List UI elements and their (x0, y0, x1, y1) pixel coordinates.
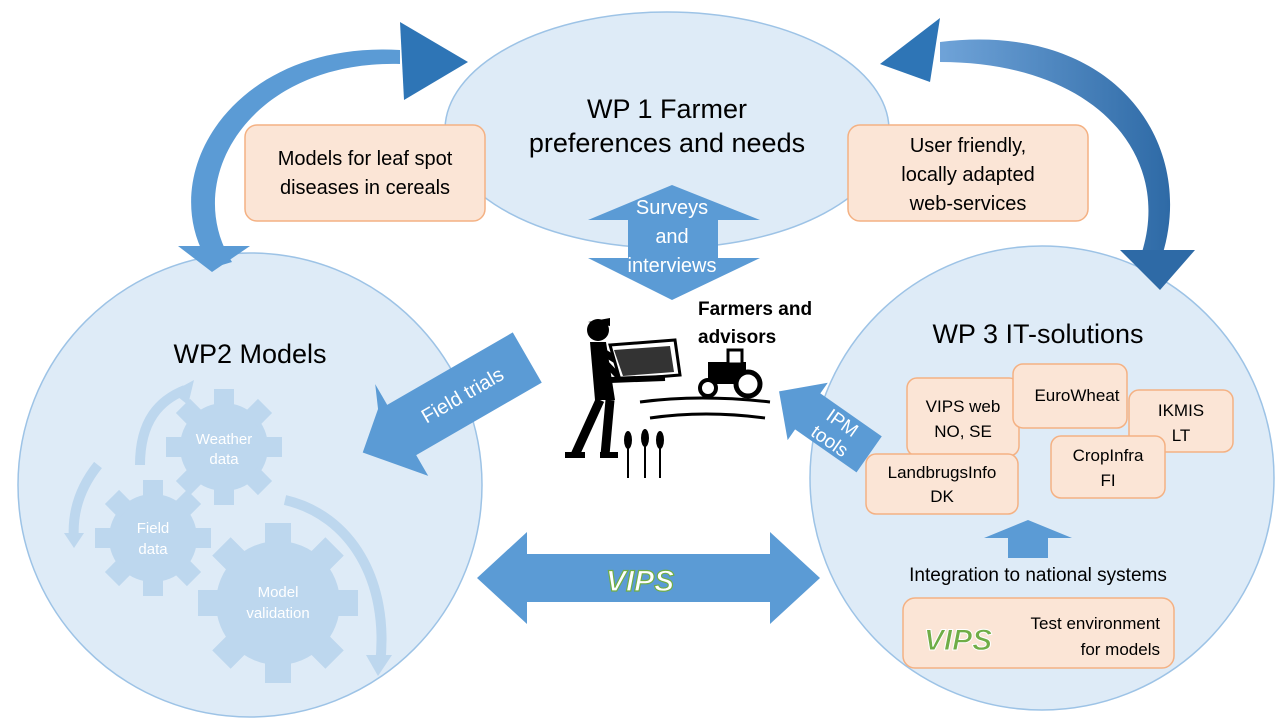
cropinfra-line1: CropInfra (1073, 446, 1144, 465)
integration-up-arrow (984, 520, 1072, 558)
right-info-line3: web-services (909, 193, 1027, 215)
cycle-arc-left-head (64, 533, 84, 548)
vips-web-line2: NO, SE (934, 422, 992, 441)
test-env-line1: Test environment (1031, 614, 1161, 633)
landbrugsinfo-line1: LandbrugsInfo (888, 463, 997, 482)
eurowheat-line1: EuroWheat (1034, 386, 1119, 405)
vips-web-line1: VIPS web (926, 397, 1001, 416)
vips-arrow-logo: VIPS (606, 565, 674, 598)
validation-line1: Model (258, 584, 299, 601)
wp3-title: WP 3 IT-solutions (932, 319, 1143, 349)
cycle-arc-top-head (172, 380, 194, 405)
validation-gear: Model validation (198, 523, 358, 683)
test-environment-box: Test environment for models VIPS (902, 597, 1175, 669)
wp2-title: WP2 Models (173, 339, 326, 369)
farmers-line2: advisors (698, 327, 776, 348)
farmers-line1: Farmers and (698, 299, 812, 320)
system-eurowheat: EuroWheat (1012, 363, 1128, 429)
cycle-arc-right-head (366, 655, 392, 676)
system-landbrugsinfo: LandbrugsInfo DK (865, 453, 1019, 515)
cycle-arc-left (68, 461, 102, 541)
system-cropinfra: CropInfra FI (1050, 435, 1166, 499)
left-curved-arrow (178, 22, 468, 272)
weather-line1: Weather (196, 431, 252, 448)
field-line2: data (138, 541, 168, 558)
wp1-title-line2: preferences and needs (529, 128, 805, 158)
left-info-box: Models for leaf spot diseases in cereals (244, 124, 486, 222)
right-info-box: User friendly, locally adapted web-servi… (847, 124, 1089, 222)
surveys-line2: and (655, 226, 688, 248)
surveys-arrow: Surveys and interviews (588, 185, 760, 300)
right-info-line2: locally adapted (901, 164, 1034, 186)
cycle-arc-right (283, 495, 387, 666)
surveys-line3: interviews (628, 255, 717, 277)
left-info-line2: diseases in cereals (280, 177, 450, 199)
farmer-illustration (565, 318, 771, 478)
test-env-line2: for models (1081, 640, 1160, 659)
weather-gear: Weather data (166, 389, 282, 505)
integration-label: Integration to national systems (909, 565, 1167, 586)
right-info-line1: User friendly, (910, 135, 1026, 157)
right-curved-arrow (880, 18, 1195, 290)
landbrugsinfo-line2: DK (930, 487, 954, 506)
validation-line2: validation (246, 605, 309, 622)
wp1-title-line1: WP 1 Farmer (587, 94, 747, 124)
weather-line2: data (209, 451, 239, 468)
cropinfra-line2: FI (1100, 471, 1115, 490)
left-info-line1: Models for leaf spot (278, 148, 453, 170)
ikmis-line2: LT (1172, 426, 1191, 445)
field-gear: Field data (95, 480, 211, 596)
field-line1: Field (137, 520, 170, 537)
ikmis-line1: IKMIS (1158, 401, 1204, 420)
vips-double-arrow: VIPS (477, 532, 820, 624)
wp3-circle (809, 245, 1275, 711)
test-env-vips-logo: VIPS (924, 624, 992, 657)
surveys-line1: Surveys (636, 197, 708, 219)
system-vips-web: VIPS web NO, SE (906, 377, 1020, 457)
